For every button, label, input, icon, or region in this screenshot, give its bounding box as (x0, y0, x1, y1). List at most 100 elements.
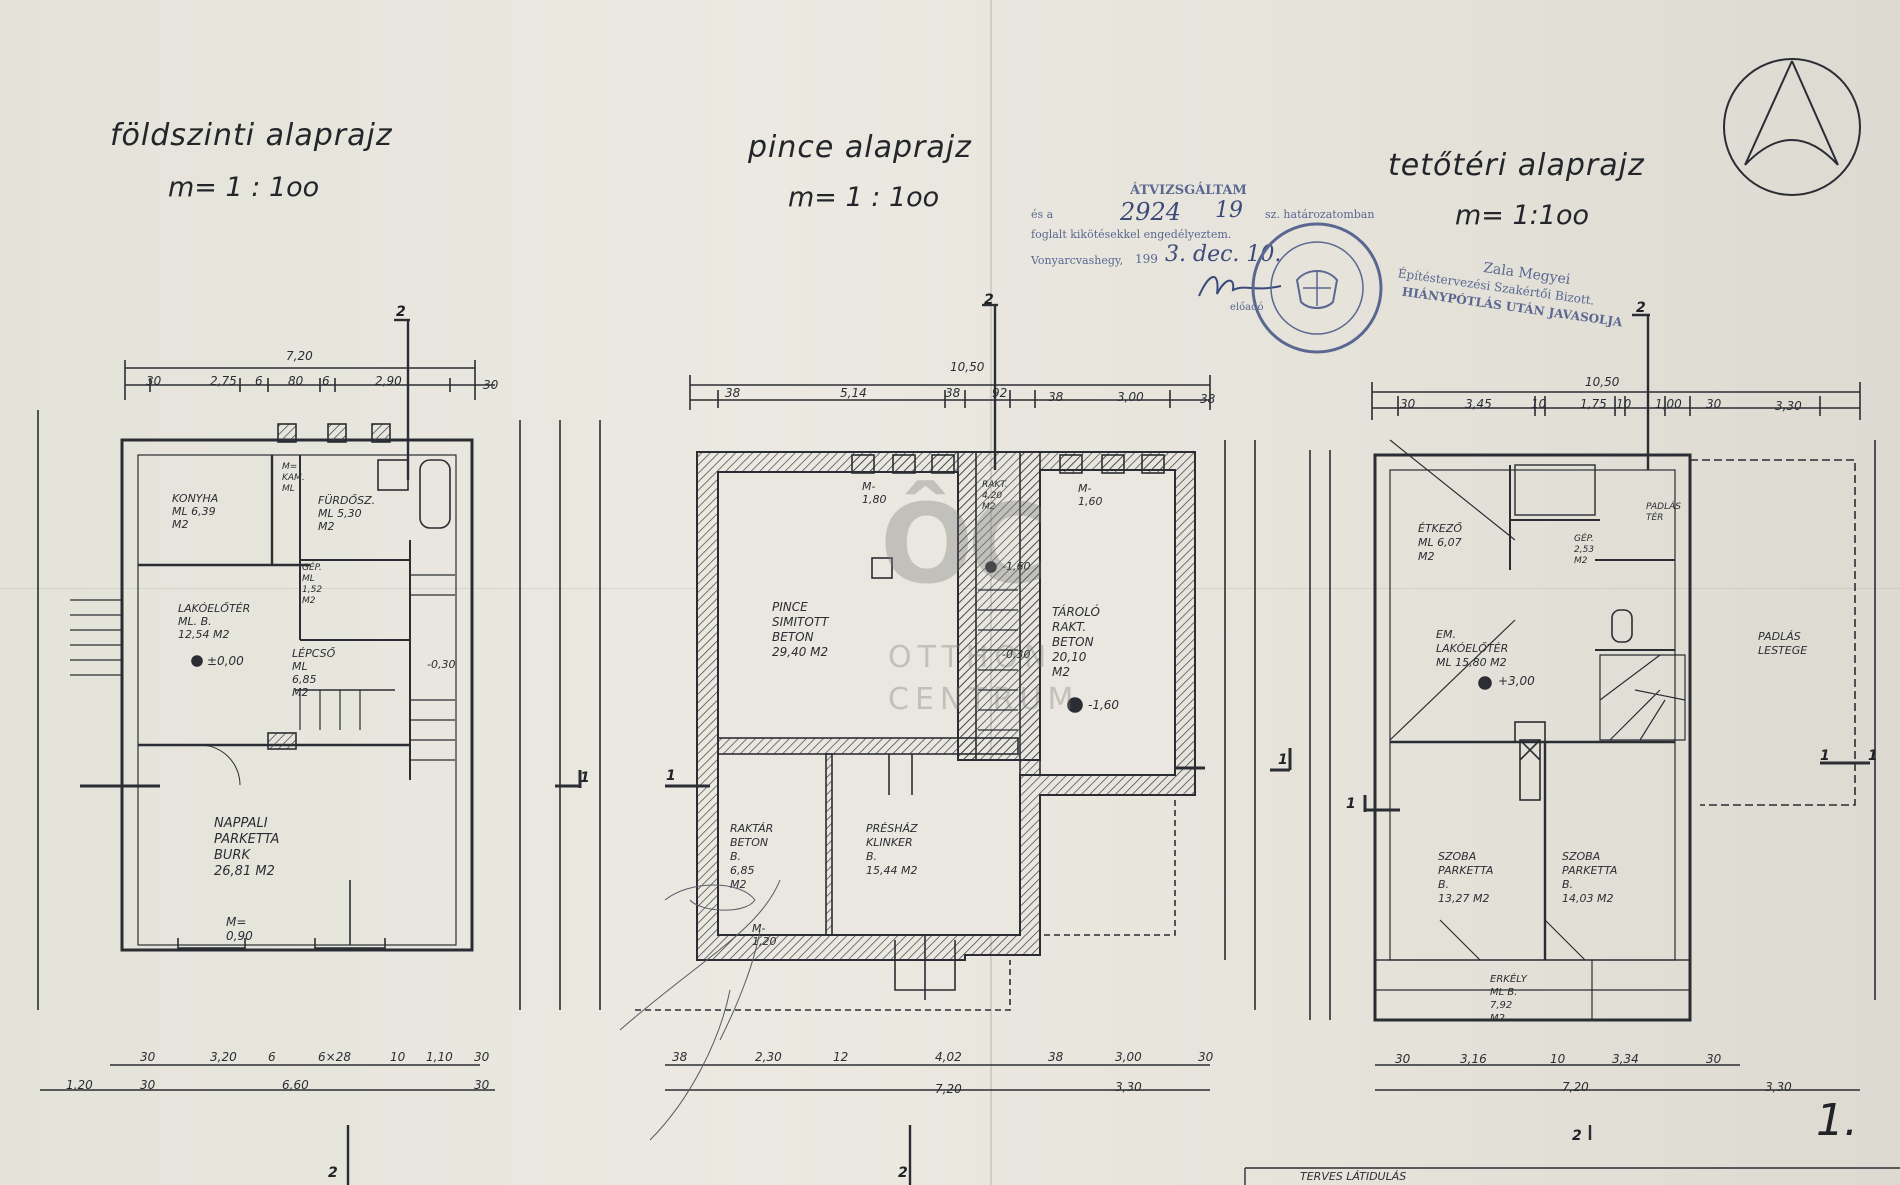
dim-label: 7,20 (286, 349, 313, 363)
watermark-line1: OTTHON (888, 640, 1053, 675)
dim-label: 38 (672, 1050, 688, 1064)
section-mark: 1 (1820, 748, 1830, 764)
section-mark: 2 (1636, 300, 1646, 316)
room-balcony: ERKÉLY ML B. 7,92 M2 (1490, 973, 1527, 1025)
dim-label: 3,34 (1612, 1052, 1639, 1066)
dim-label: 30 (483, 378, 499, 392)
dim-label: 2,90 (375, 374, 402, 388)
room-label: LAKÓELŐTÉR (178, 602, 251, 615)
stamp-line1-prefix: és a (1031, 208, 1054, 221)
cellar-title: pince alaprajz (748, 130, 972, 165)
dim-label: 30 (1395, 1052, 1411, 1066)
room-detail: KAM. ML (282, 473, 305, 494)
room-detail: ML 6,85 M2 (292, 660, 317, 699)
room-detail: 2,53 M2 (1574, 545, 1595, 566)
window-sill: M- 1,20 (752, 922, 777, 948)
room-small-store: RAKT. 4,20 M2 (982, 480, 1008, 513)
dim-label: 30 (474, 1078, 490, 1092)
dim-label: 1,20 (66, 1078, 93, 1092)
room-storage: TÁROLÓ RAKT. BETON 20,10 M2 (1052, 605, 1100, 680)
attic-title: tetőtéri alaprajz (1388, 148, 1645, 183)
room-label: NAPPALI (214, 816, 268, 831)
level-marker: -0,30 (427, 658, 456, 671)
room-loft: PADLÁS TÉR (1646, 502, 1681, 524)
stamp-line2: foglalt kikötésekkel engedélyeztem. (1031, 228, 1232, 241)
section-mark: 1 (1346, 796, 1356, 812)
dim-label: 6,60 (282, 1078, 309, 1092)
dim-label: 3,16 (1460, 1052, 1487, 1066)
dim-label: 10 (1550, 1052, 1566, 1066)
room-label: ÉTKEZŐ (1418, 522, 1463, 535)
room-label: RAKT. (982, 480, 1008, 490)
level-marker: -0,30 (1002, 648, 1031, 661)
room-label: EM. LAKÓELŐTÉR (1436, 628, 1509, 655)
attic-plan (1244, 313, 1900, 1185)
section-mark: 2 (898, 1165, 908, 1181)
stamp-date-year: 199 (1135, 252, 1158, 266)
room-area: 20,10 M2 (1052, 650, 1087, 679)
room-label: PINCE (772, 600, 808, 614)
cellar-plan (619, 303, 1292, 1185)
room-kitchen: KONYHA ML 6,39 M2 (172, 492, 218, 531)
stamp-place: Vonyarcvashegy, (1031, 254, 1124, 267)
dim-label: 1,00 (1655, 397, 1682, 411)
room-bedroom-2: SZOBA PARKETTA B. 14,03 M2 (1562, 850, 1617, 906)
room-pantry: M= KAM. ML (282, 462, 305, 495)
stamp-line1-suffix: sz. határozatomban (1265, 208, 1375, 221)
room-detail: PARKETTA BURK 26,81 M2 (214, 832, 280, 879)
room-label: TÁROLÓ RAKT. (1052, 605, 1100, 634)
dim-label: 38 (1048, 1050, 1064, 1064)
dim-label: 30 (1198, 1050, 1214, 1064)
window-sill: M- 1,80 (862, 480, 887, 506)
dim-label: 3,30 (1765, 1080, 1792, 1094)
room-store: RAKTÁR BETON B. 6,85 M2 (730, 822, 773, 892)
dim-label: 30 (140, 1050, 156, 1064)
dim-label: 10,50 (1585, 375, 1620, 389)
section-mark: 1 (666, 768, 676, 784)
room-detail: ML 6,07 M2 (1418, 536, 1462, 563)
room-detail: PARKETTA B. (1562, 864, 1618, 891)
dim-label: 30 (1706, 397, 1722, 411)
stamp-signature-label: előadó (1230, 302, 1264, 313)
room-service: GÉP. 2,53 M2 (1574, 534, 1594, 567)
room-label: GÉP. (1574, 534, 1594, 544)
dim-label: 30 (1400, 397, 1416, 411)
dim-label: 30 (1706, 1052, 1722, 1066)
section-mark: 1 (580, 770, 590, 786)
ground-floor-plan (37, 318, 601, 1185)
room-detail: TÉR (1646, 513, 1664, 523)
room-area: 29,40 M2 (772, 645, 829, 659)
room-label: SZOBA (1562, 850, 1601, 863)
room-area: 13,27 M2 (1438, 892, 1490, 905)
room-label: GÉP. ML (302, 563, 322, 584)
cellar-scale: m= 1 : 1oo (788, 182, 940, 213)
section-mark: 2 (1572, 1128, 1582, 1144)
room-detail: PARKETTA B. (1438, 864, 1494, 891)
room-hall: LAKÓELŐTÉR ML. B. 12,54 M2 (178, 602, 250, 641)
room-detail: LESTEGE (1758, 644, 1808, 657)
dim-label: 10 (1616, 397, 1632, 411)
room-label: PADLÁS (1646, 502, 1681, 512)
ground-floor-scale: m= 1 : 1oo (168, 172, 320, 203)
ground-floor-title: földszinti alaprajz (110, 118, 393, 153)
window-sill: M= 0,90 (226, 915, 253, 943)
dim-label: 1,75 (1580, 397, 1607, 411)
room-label: PRÉSHÁZ (866, 822, 918, 835)
section-mark: 2 (984, 292, 994, 308)
room-detail: BETON B. (730, 836, 769, 863)
room-detail: ML B. 7,92 M2 (1490, 987, 1518, 1024)
dim-label: 6 (255, 374, 263, 388)
dim-label: 4,02 (935, 1050, 962, 1064)
dim-label: 30 (140, 1078, 156, 1092)
room-area: 14,03 M2 (1562, 892, 1614, 905)
room-detail: ML. B. (178, 615, 212, 628)
dim-label: 2,30 (755, 1050, 782, 1064)
room-label: ERKÉLY (1490, 974, 1527, 985)
dim-label: 7,20 (1562, 1080, 1589, 1094)
dim-label: 10 (1531, 397, 1547, 411)
level-marker: ±0,00 (207, 654, 244, 668)
dim-label: 38 (725, 386, 741, 400)
room-detail: 1,52 M2 (302, 585, 323, 606)
dim-label: 3,00 (1115, 1050, 1142, 1064)
